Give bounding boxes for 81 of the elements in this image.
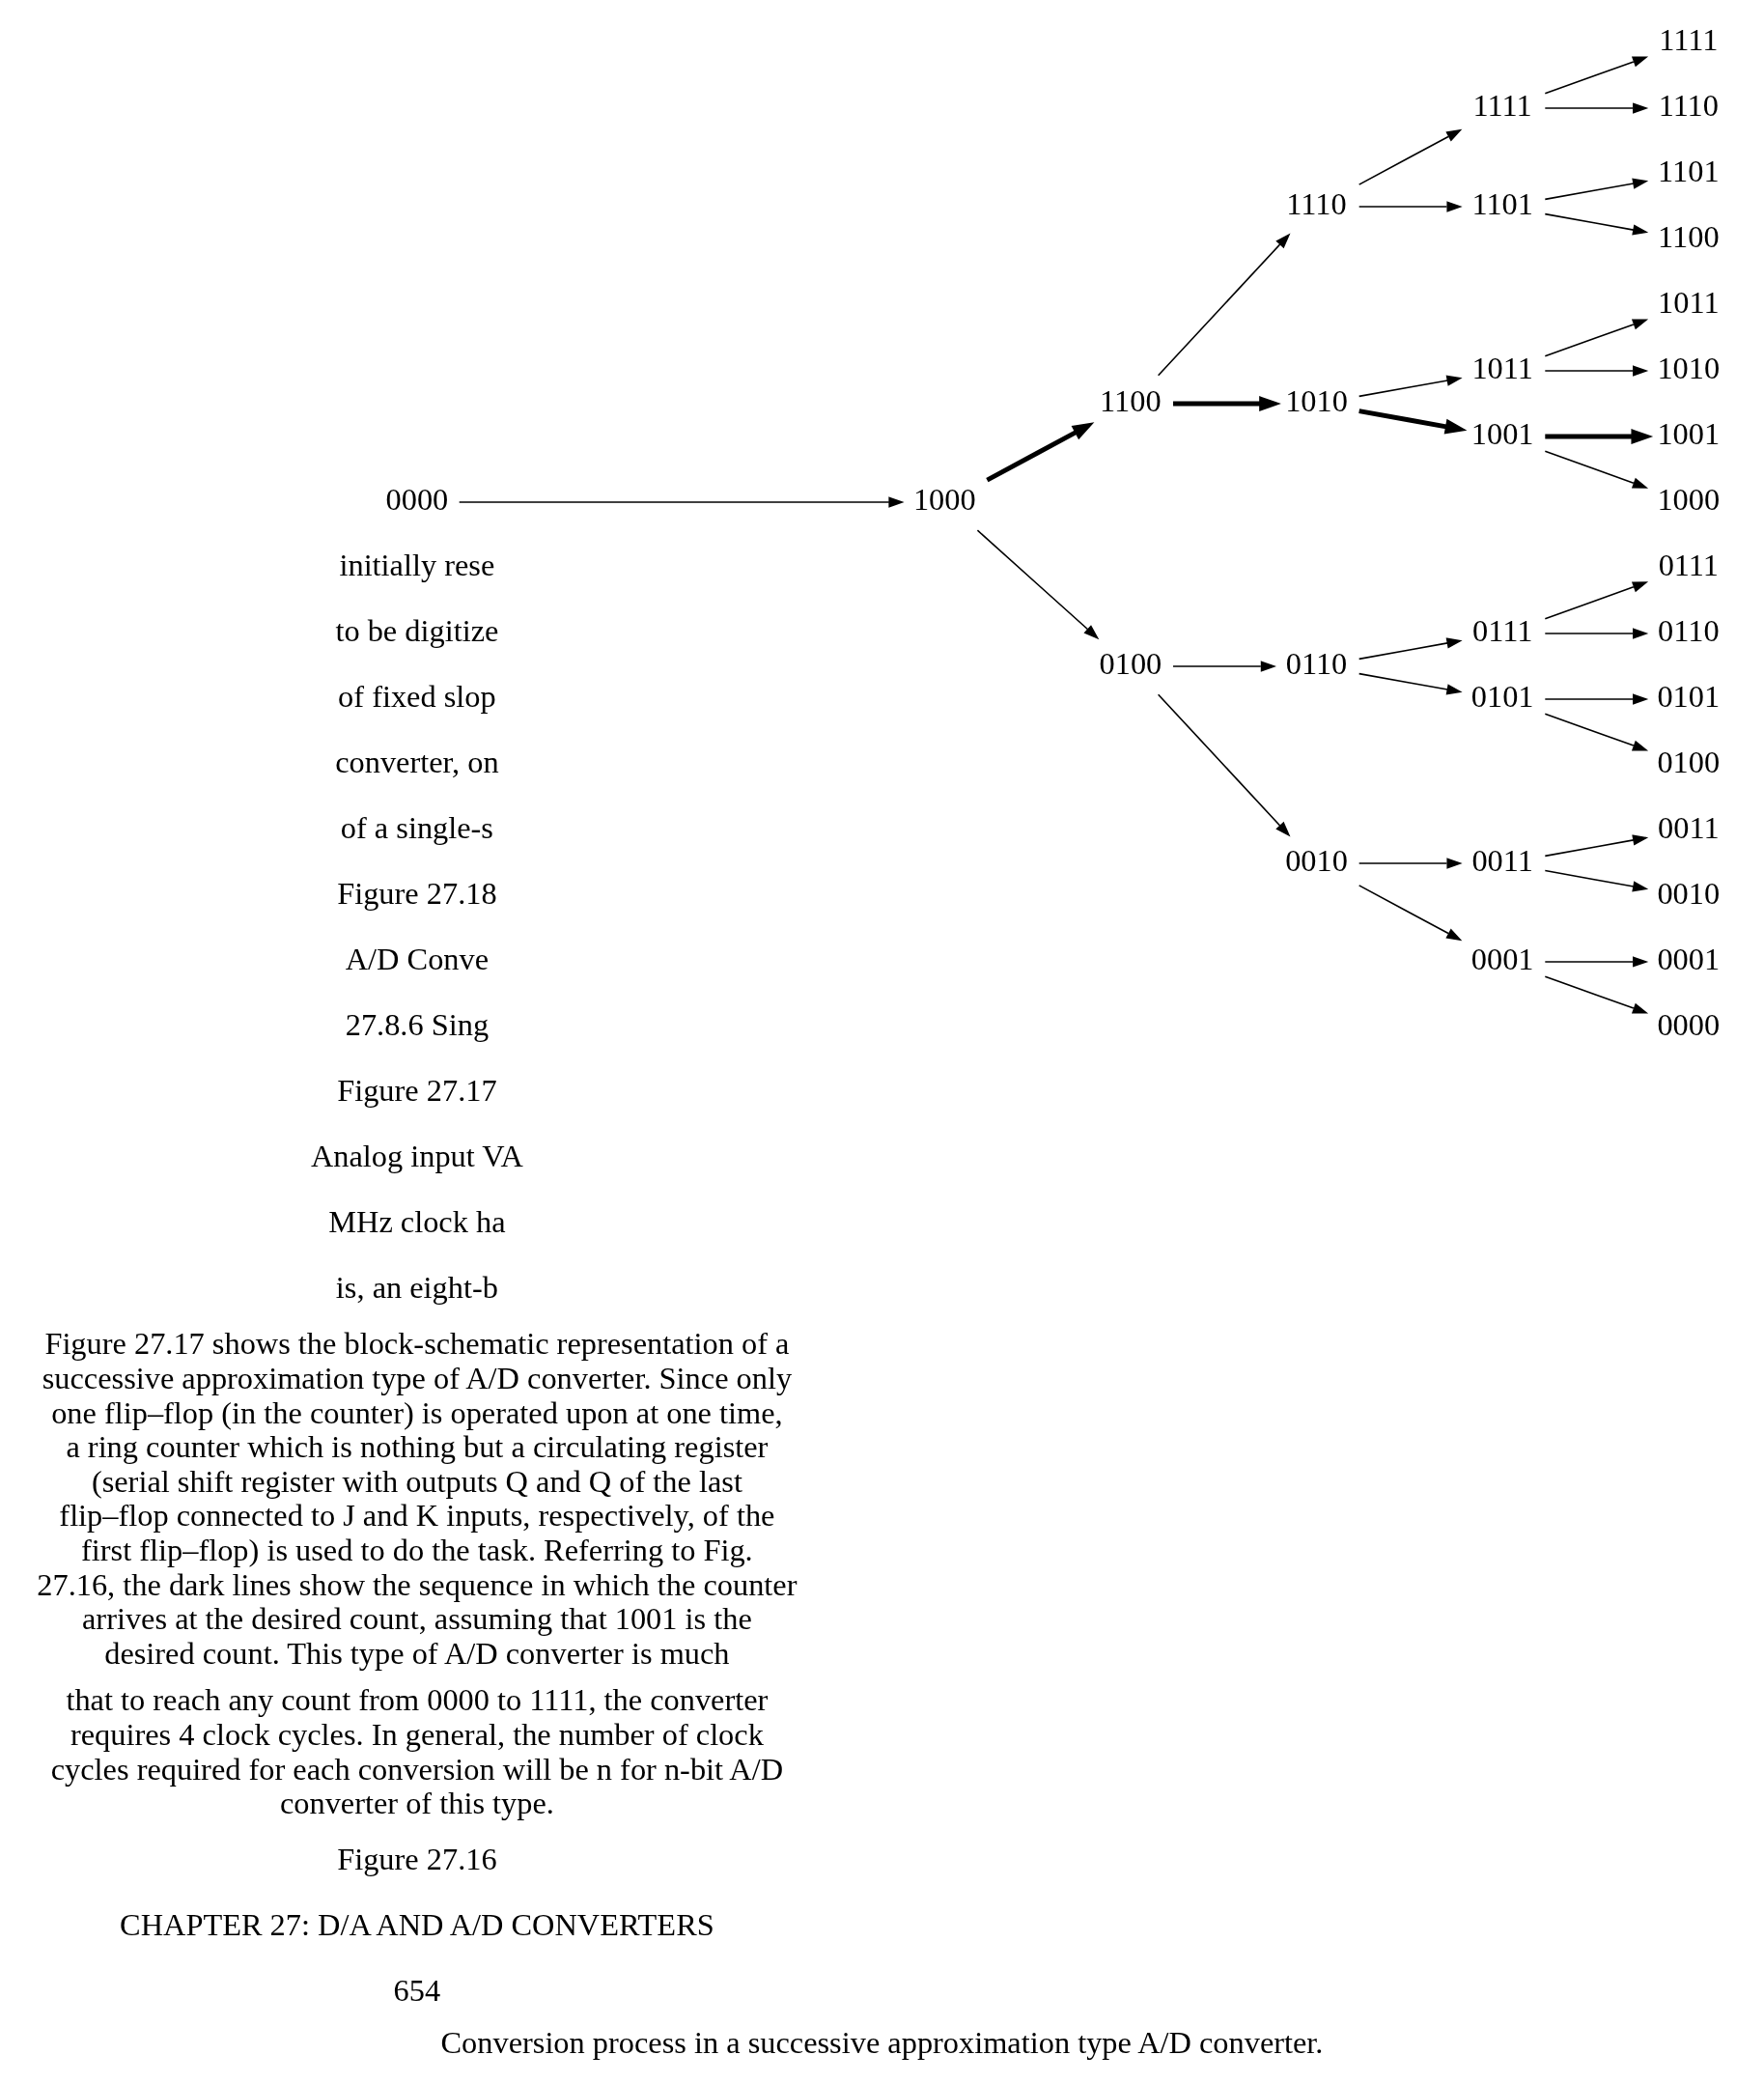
label: A/D Conve — [345, 942, 490, 977]
node-text: 1111 — [1659, 22, 1719, 58]
node-text: 0111 — [1472, 613, 1533, 649]
label: Analog input VA — [310, 1139, 523, 1174]
caption: Conversion process in a successive approximation type A/D converter. — [440, 2024, 1324, 2060]
arrow — [976, 529, 1100, 640]
arrow — [986, 422, 1095, 483]
node-text: 1010 — [1657, 351, 1721, 386]
arrow — [458, 496, 905, 508]
arrow — [1544, 319, 1649, 357]
node-text: 1110 — [1286, 186, 1347, 222]
label: to be digitize — [335, 613, 499, 649]
label: that to reach any count from 0000 to 1111, the converter requires 4 clock cycles. In general, the number of clock cycles required for each conversion will be n for n-bit A/D converter of this type. — [50, 1682, 784, 1821]
node-text: 0010 — [1657, 876, 1721, 912]
arrow — [1172, 661, 1276, 672]
arrow — [1358, 375, 1463, 398]
node-text: 1110 — [1658, 88, 1719, 124]
node-text: 0111 — [1658, 548, 1719, 583]
node-text: 0110 — [1658, 613, 1720, 649]
arrow — [1157, 233, 1291, 377]
node-text: 1100 — [1658, 219, 1720, 255]
node-text: 1001 — [1470, 416, 1534, 452]
arrow — [1544, 178, 1649, 201]
node-text: 0001 — [1657, 942, 1721, 977]
node-text: 0100 — [1657, 745, 1721, 780]
arrow — [1544, 975, 1649, 1014]
arrow — [1544, 365, 1649, 377]
arrow — [1544, 102, 1649, 114]
arrow — [1544, 869, 1649, 892]
arrow — [1544, 450, 1649, 489]
node-text: 0011 — [1658, 810, 1720, 846]
node-text: 1001 — [1657, 416, 1721, 452]
arrow — [1545, 429, 1654, 444]
arrow — [1544, 713, 1649, 751]
node-text: 0000 — [1657, 1007, 1721, 1043]
arrow — [1157, 693, 1291, 837]
label: 27.8.6 Sing — [345, 1007, 490, 1043]
label: initially rese — [339, 548, 495, 583]
arrow — [1358, 637, 1463, 661]
arrow — [1544, 581, 1649, 620]
node-text: 0011 — [1471, 843, 1533, 879]
arrow — [1358, 858, 1463, 869]
arrow — [1544, 956, 1649, 968]
arrow — [1358, 408, 1468, 435]
arrow — [1358, 885, 1463, 942]
arrow — [1358, 672, 1463, 695]
node-text: 1101 — [1471, 186, 1533, 222]
node-text: 1000 — [1657, 482, 1721, 518]
label: Figure 27.16 — [337, 1842, 497, 1877]
label: Figure 27.18 — [337, 876, 497, 912]
node-text: 1011 — [1471, 351, 1533, 386]
node-text: 0110 — [1285, 646, 1348, 682]
label: Figure 27.17 — [337, 1073, 497, 1109]
arrow — [1544, 212, 1649, 236]
arrow — [1544, 834, 1649, 858]
node-text: 0100 — [1099, 646, 1162, 682]
node-text: 0010 — [1285, 843, 1348, 879]
node-text: 1010 — [1285, 383, 1348, 419]
node-text: 1000 — [912, 482, 976, 518]
arrow — [1358, 201, 1463, 212]
label: MHz clock ha — [328, 1204, 506, 1239]
arrow — [1544, 56, 1649, 95]
arrow — [1358, 128, 1463, 185]
node-text: 0000 — [385, 482, 449, 518]
node-text: 1011 — [1658, 285, 1720, 321]
label: Figure 27.17 shows the block-schematic representation of a successive approximation type of A/D converter. Since only one flip–flop (in the counter) is operated upon at one time, a ring counter which is nothing but a circulating register (serial shift register with outputs Q and Q of the last flip–flop connected to J and K inputs, respectively, of the first flip–flop) is used to do the task. Referring to Fig. 27.16, the dark lines show the sequence in which the counter arrives at the desired count, assuming that 1001 is the desired count. This type of A/D converter is much — [37, 1326, 798, 1671]
node-text: 1100 — [1100, 383, 1162, 419]
node-text: 0001 — [1470, 942, 1534, 977]
arrow — [1173, 396, 1281, 411]
node-text: 1101 — [1658, 154, 1720, 189]
label: 654 — [393, 1973, 441, 2009]
arrow — [1544, 628, 1649, 639]
label: CHAPTER 27: D/A AND A/D CONVERTERS — [120, 1907, 714, 1943]
node-text: 0101 — [1470, 679, 1534, 715]
label: converter, on — [335, 745, 499, 780]
label: of a single-s — [340, 810, 493, 846]
label: is, an eight-b — [335, 1269, 498, 1305]
arrow — [1544, 693, 1649, 705]
label: of fixed slop — [338, 679, 496, 715]
node-text: 0101 — [1657, 679, 1721, 715]
node-text: 1111 — [1472, 88, 1532, 124]
